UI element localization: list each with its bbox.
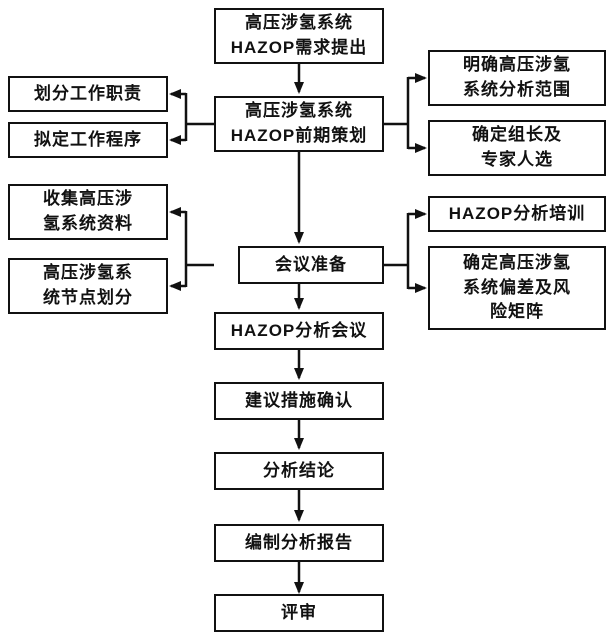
node-hazop-meeting: HAZOP分析会议 bbox=[214, 312, 384, 350]
node-hazop-training: HAZOP分析培训 bbox=[428, 196, 606, 232]
node-review: 评审 bbox=[214, 594, 384, 632]
node-label: 高压涉氢系统 HAZOP需求提出 bbox=[230, 13, 368, 57]
node-label: 收集高压涉 氢系统资料 bbox=[43, 189, 133, 233]
node-label: 确定组长及 专家人选 bbox=[472, 125, 562, 169]
node-analysis-report: 编制分析报告 bbox=[214, 524, 384, 562]
node-label: HAZOP分析会议 bbox=[230, 320, 368, 340]
node-hazop-planning: 高压涉氢系统 HAZOP前期策划 bbox=[214, 96, 384, 152]
node-label: 高压涉氢系统 HAZOP前期策划 bbox=[230, 101, 368, 145]
node-work-procedures: 拟定工作程序 bbox=[8, 122, 168, 158]
node-team-leader-experts: 确定组长及 专家人选 bbox=[428, 120, 606, 176]
node-label: 明确高压涉氢 系统分析范围 bbox=[463, 55, 571, 99]
node-measures-confirmation: 建议措施确认 bbox=[214, 382, 384, 420]
node-meeting-preparation: 会议准备 bbox=[238, 246, 384, 284]
node-work-responsibilities: 划分工作职责 bbox=[8, 76, 168, 112]
node-collect-data: 收集高压涉 氢系统资料 bbox=[8, 184, 168, 240]
node-label: 高压涉氢系 统节点划分 bbox=[43, 263, 133, 307]
node-label: 评审 bbox=[281, 602, 317, 622]
node-analysis-conclusion: 分析结论 bbox=[214, 452, 384, 490]
node-label: 确定高压涉氢 系统偏差及风 险矩阵 bbox=[463, 253, 571, 322]
node-label: HAZOP分析培训 bbox=[448, 203, 586, 223]
node-label: 建议措施确认 bbox=[245, 390, 353, 410]
node-label: 会议准备 bbox=[275, 254, 347, 274]
node-label: 划分工作职责 bbox=[34, 83, 142, 103]
node-label: 编制分析报告 bbox=[245, 532, 353, 552]
node-hazop-requirement: 高压涉氢系统 HAZOP需求提出 bbox=[214, 8, 384, 64]
node-deviation-risk-matrix: 确定高压涉氢 系统偏差及风 险矩阵 bbox=[428, 246, 606, 330]
node-analysis-scope: 明确高压涉氢 系统分析范围 bbox=[428, 50, 606, 106]
node-label: 拟定工作程序 bbox=[34, 129, 142, 149]
node-label: 分析结论 bbox=[263, 460, 335, 480]
node-node-division: 高压涉氢系 统节点划分 bbox=[8, 258, 168, 314]
